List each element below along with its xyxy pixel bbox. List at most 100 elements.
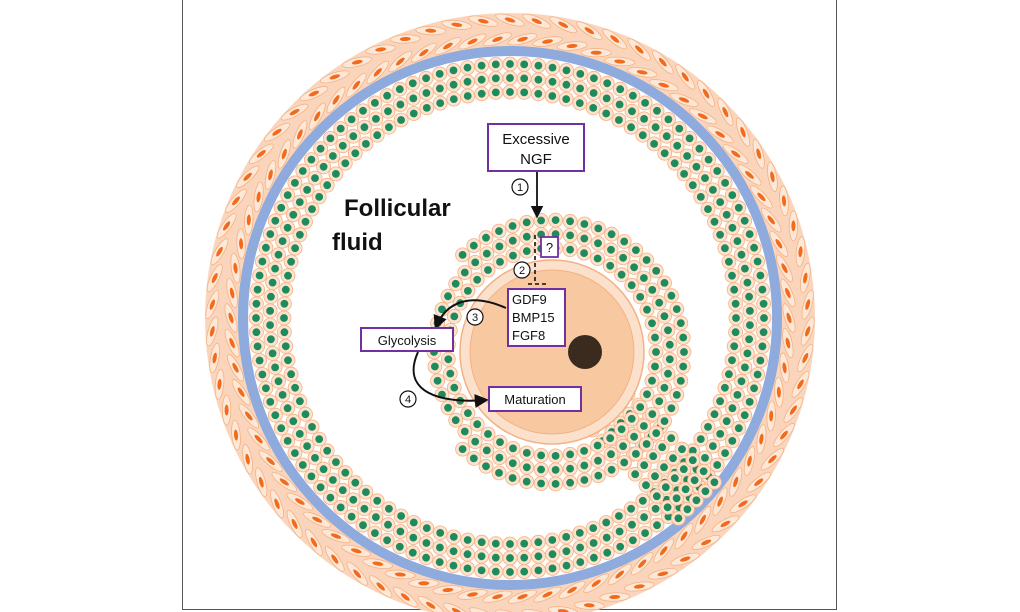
granulosa-cell-nucleus [731, 299, 740, 308]
granulosa-cell-nucleus [316, 483, 325, 492]
granulosa-cell-nucleus [323, 446, 332, 455]
granulosa-cell-nucleus [685, 134, 694, 143]
granulosa-cell-nucleus [688, 181, 697, 190]
theca-cell-nucleus [372, 561, 384, 566]
granulosa-cell-nucleus [266, 321, 274, 329]
theca-cell-nucleus [245, 453, 250, 465]
cumulus-cell-nucleus [537, 479, 545, 488]
theca-cell-nucleus [715, 131, 725, 138]
theca-cell-nucleus [222, 221, 231, 231]
theca-cell-nucleus [767, 215, 775, 225]
granulosa-cell-nucleus [759, 299, 768, 308]
theca-cell-nucleus [583, 603, 595, 608]
granulosa-cell-nucleus [373, 496, 382, 505]
granulosa-cell-nucleus [589, 89, 598, 97]
granulosa-cell-nucleus [669, 454, 677, 463]
granulosa-cell-nucleus [396, 527, 405, 536]
cumulus-cell-nucleus [484, 266, 492, 274]
granulosa-cell-nucleus [280, 299, 289, 308]
theca-cell-nucleus [233, 429, 239, 441]
granulosa-cell-nucleus [422, 74, 430, 83]
cumulus-cell-nucleus [607, 465, 616, 474]
maturation-label: Maturation [504, 392, 565, 407]
cumulus-cell-nucleus [679, 362, 688, 371]
granulosa-cell-nucleus [534, 538, 543, 547]
granulosa-cell-nucleus [477, 89, 486, 98]
cumulus-cell-nucleus [665, 355, 674, 364]
granulosa-cell-nucleus [268, 278, 277, 287]
granulosa-cell-nucleus [319, 465, 328, 474]
granulosa-cell-nucleus [338, 486, 347, 495]
granulosa-cell-nucleus [308, 423, 316, 431]
cumulus-cell-nucleus [593, 254, 602, 263]
cumulus-cell-nucleus [619, 253, 627, 262]
theca-cell-nucleus [717, 496, 723, 507]
granulosa-cell-nucleus [372, 115, 380, 123]
granulosa-cell-nucleus [650, 140, 658, 148]
granulosa-cell-nucleus [683, 152, 691, 160]
theca-cell-nucleus [395, 57, 405, 66]
excessive-ngf-label-line1: Excessive [502, 131, 570, 148]
granulosa-cell-nucleus [255, 271, 264, 280]
cumulus-cell-nucleus [551, 216, 560, 225]
cumulus-cell-nucleus [484, 430, 492, 438]
theca-cell-nucleus [590, 50, 602, 55]
theca-cell-nucleus [256, 150, 266, 158]
theca-cell-nucleus [256, 191, 261, 203]
granulosa-cell-nucleus [562, 66, 571, 75]
theca-cell-nucleus [351, 59, 363, 65]
granulosa-cell-nucleus [311, 454, 319, 462]
granulosa-cell-nucleus [463, 77, 472, 86]
granulosa-cell-nucleus [308, 205, 316, 214]
oocyte-factors-box [507, 288, 566, 347]
theca-cell-nucleus [237, 387, 245, 397]
granulosa-cell-nucleus [277, 203, 286, 212]
theca-cell-nucleus [310, 537, 318, 548]
theca-cell-nucleus [610, 35, 620, 43]
theca-cell-nucleus [467, 592, 478, 597]
theca-cell-nucleus [312, 516, 323, 523]
cumulus-cell-nucleus [648, 286, 657, 294]
cumulus-cell-nucleus [636, 293, 645, 301]
granulosa-cell-nucleus [266, 307, 274, 315]
theca-cell-nucleus [492, 36, 503, 42]
granulosa-cell-nucleus [395, 542, 404, 551]
granulosa-cell-nucleus [716, 198, 725, 207]
cumulus-cell-nucleus [642, 440, 651, 448]
granulosa-cell-nucleus [721, 179, 729, 187]
cumulus-cell-nucleus [652, 348, 660, 356]
granulosa-cell-nucleus [266, 230, 275, 239]
granulosa-cell-nucleus [756, 271, 765, 280]
granulosa-cell-nucleus [667, 434, 676, 443]
granulosa-cell-nucleus [640, 461, 649, 470]
granulosa-cell-layer [248, 56, 772, 580]
granulosa-cell-nucleus [409, 109, 418, 118]
granulosa-cell-nucleus [284, 271, 292, 280]
theca-cell-nucleus [239, 238, 244, 250]
granulosa-cell-nucleus [696, 435, 705, 443]
glycolysis-box [360, 327, 454, 352]
granulosa-cell-nucleus [575, 99, 584, 107]
granulosa-cell-nucleus [271, 411, 280, 420]
cumulus-cell-nucleus [580, 447, 588, 455]
granulosa-cell-nucleus [477, 538, 486, 547]
follicular-fluid-label-line2: fluid [332, 229, 383, 256]
theca-cell-nucleus [209, 299, 215, 310]
granulosa-cell-nucleus [347, 512, 356, 521]
theca-cell-nucleus [517, 594, 528, 600]
step-1-circle [511, 178, 529, 196]
oocyte-nucleus [568, 335, 602, 369]
granulosa-cell-nucleus [589, 539, 598, 547]
granulosa-cell-nucleus [627, 504, 635, 513]
granulosa-cell-nucleus [631, 470, 640, 479]
theca-cell-nucleus [657, 571, 669, 577]
theca-cell-nucleus [517, 36, 528, 42]
granulosa-cell-nucleus [435, 558, 444, 566]
granulosa-cell-nucleus [688, 456, 697, 465]
granulosa-cell-nucleus [283, 223, 292, 232]
question-mark-label: ? [546, 240, 553, 255]
granulosa-cell-nucleus [291, 449, 299, 457]
granulosa-cell-nucleus [753, 370, 762, 379]
theca-cell-nucleus [798, 246, 803, 258]
cumulus-cell-nucleus [664, 326, 672, 335]
